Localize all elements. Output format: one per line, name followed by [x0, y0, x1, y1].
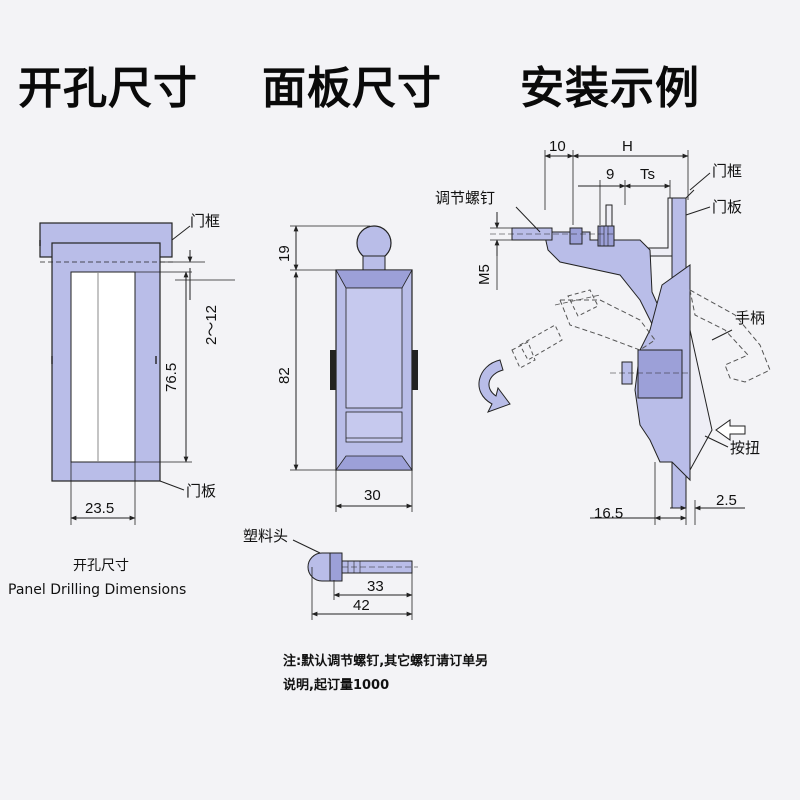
cutout-height-dim: 76.5: [163, 362, 180, 392]
install-M5-label: M5: [476, 264, 493, 285]
cutout-drawing: [39, 222, 235, 525]
title-panel: 面板尺寸: [262, 63, 442, 114]
install-panel-label: 门板: [712, 198, 743, 216]
button-label: 按扭: [730, 439, 761, 457]
install-H-dim: H: [622, 138, 633, 155]
install-10-dim: 10: [549, 138, 566, 155]
panel-top-dim: 19: [276, 245, 293, 262]
plastic-head-label: 塑料头: [243, 527, 289, 545]
cutout-frame-label: 门框: [190, 212, 221, 230]
install-16-5-dim: 16.5: [594, 505, 624, 522]
install-drawing: [478, 150, 771, 525]
note-line-2: 说明,起订量1000: [283, 678, 390, 693]
install-frame-label: 门框: [712, 162, 743, 180]
cutout-adjust-dim: 2～12: [203, 304, 220, 345]
title-install: 安装示例: [520, 63, 700, 114]
screw-drawing: [292, 539, 418, 620]
panel-width-dim: 30: [364, 487, 381, 504]
cutout-panel-label: 门板: [186, 482, 217, 500]
cutout-caption-en: Panel Drilling Dimensions: [8, 582, 187, 598]
panel-height-dim: 82: [276, 367, 293, 384]
cutout-width-dim: 23.5: [85, 500, 115, 517]
install-2-5-dim: 2.5: [716, 492, 737, 509]
screw-33-dim: 33: [367, 578, 384, 595]
panel-drawing: [290, 225, 418, 512]
adjust-screw-label: 调节螺钉: [435, 189, 496, 207]
cutout-caption-cn: 开孔尺寸: [73, 558, 129, 574]
install-9-dim: 9: [606, 166, 615, 183]
screw-42-dim: 42: [353, 597, 370, 614]
install-Ts-dim: Ts: [640, 166, 655, 183]
handle-label: 手柄: [735, 309, 766, 327]
title-cutout: 开孔尺寸: [18, 63, 198, 114]
note-line-1: 注:默认调节螺钉,其它螺钉请订单另: [283, 654, 489, 669]
